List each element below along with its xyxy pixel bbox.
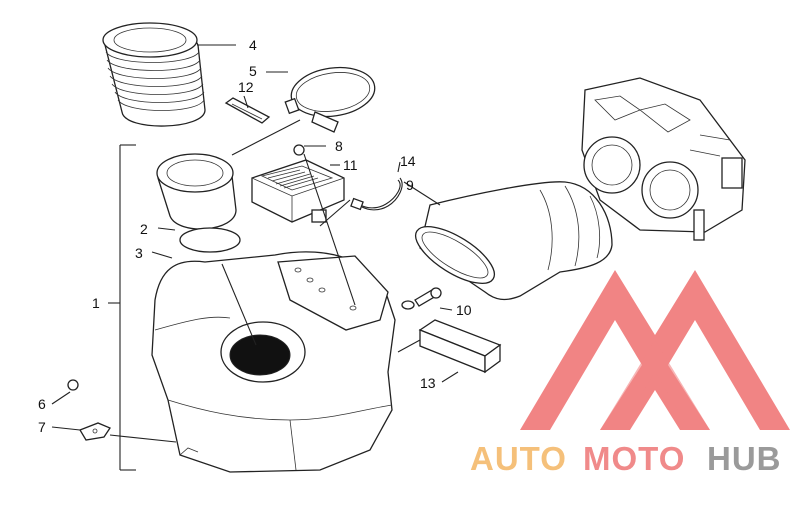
- callout-2: 2: [140, 221, 148, 237]
- callout-labels: 1 2 3 4 5 6 7 8 9 10 11 12 13 14: [38, 37, 472, 435]
- part-2-intake-adapter: [156, 153, 241, 253]
- callout-6: 6: [38, 396, 46, 412]
- part-4-bellows-boot: [102, 22, 206, 127]
- watermark-auto: AUTO: [470, 440, 567, 477]
- watermark-moto: MOTO: [583, 440, 685, 477]
- watermark-text: AUTO MOTO HUB: [470, 440, 782, 477]
- part-6-grommet: [67, 379, 79, 391]
- callout-3: 3: [135, 245, 143, 261]
- leader-lines: [51, 44, 459, 471]
- part-10-bolt: [401, 287, 442, 310]
- part-14-sensor-wire: [350, 177, 403, 211]
- part-7-clip: [79, 422, 111, 441]
- callout-12: 12: [238, 79, 254, 95]
- callout-1: 1: [92, 295, 100, 311]
- part-9-air-duct: [415, 181, 613, 301]
- part-3-air-box: [151, 251, 396, 473]
- callout-11: 11: [343, 157, 358, 173]
- part-12-strip: [224, 97, 271, 124]
- callout-14: 14: [400, 153, 416, 169]
- part-13-foam-block: [418, 319, 502, 374]
- callout-4: 4: [249, 37, 257, 53]
- throttle-body-assembly: [581, 77, 746, 241]
- part-11-filter-element: [251, 159, 345, 223]
- callout-8: 8: [335, 138, 343, 154]
- callout-13: 13: [420, 375, 436, 391]
- watermark-hub: HUB: [707, 440, 782, 477]
- part-5-hose-clamp: [284, 66, 376, 133]
- callout-5: 5: [249, 63, 257, 79]
- watermark-logo: [520, 270, 790, 430]
- callout-9: 9: [406, 177, 414, 193]
- callout-10: 10: [456, 302, 472, 318]
- part-8-grommet: [293, 144, 305, 156]
- callout-7: 7: [38, 419, 46, 435]
